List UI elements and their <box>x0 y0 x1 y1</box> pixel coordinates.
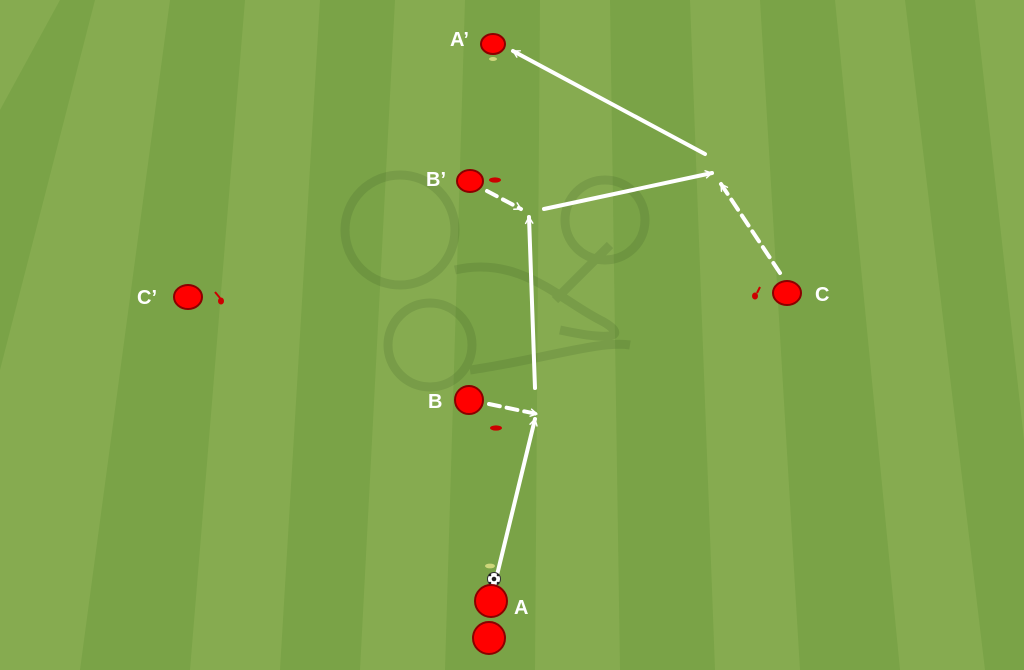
cone-marker-icon <box>489 177 501 183</box>
cone-marker-icon <box>756 286 761 294</box>
player-labels: A’ B’ C’ C B A <box>137 29 829 619</box>
cone-marker-icon <box>489 57 497 61</box>
cone-marker-icon <box>485 563 495 569</box>
player-b-prime-marker <box>456 169 484 193</box>
run-arrow-b <box>487 402 539 417</box>
player-c-marker <box>772 280 802 306</box>
label-c: C <box>815 284 829 306</box>
player-a-queue-marker <box>472 621 506 655</box>
label-a-prime: A’ <box>450 29 469 51</box>
player-b-marker <box>454 385 484 415</box>
label-b-prime: B’ <box>426 169 446 191</box>
players <box>173 33 802 655</box>
watermark-logo-icon <box>340 170 650 392</box>
cone-marker-icon <box>490 425 502 431</box>
player-a-marker <box>474 584 508 618</box>
run-arrow-b-prime <box>485 189 523 211</box>
cone-marker-icon <box>218 297 224 305</box>
label-c-prime: C’ <box>137 287 157 309</box>
arrows <box>485 49 782 577</box>
run-arrow-c <box>719 182 782 275</box>
pass-arrow-to-a-prime <box>511 49 707 156</box>
player-c-prime-marker <box>173 284 203 310</box>
player-a-prime-marker <box>480 33 506 55</box>
pass-arrow-b-up <box>524 215 537 390</box>
label-b: B <box>428 391 442 413</box>
pass-arrow-a-to-b <box>495 417 538 577</box>
soccer-ball-icon <box>487 572 501 586</box>
pass-arrow-to-c-zone <box>542 170 714 211</box>
cone-marker-icon <box>214 291 221 299</box>
label-a: A <box>514 597 528 619</box>
cone-markers <box>214 57 761 569</box>
cone-marker-icon <box>752 292 758 300</box>
